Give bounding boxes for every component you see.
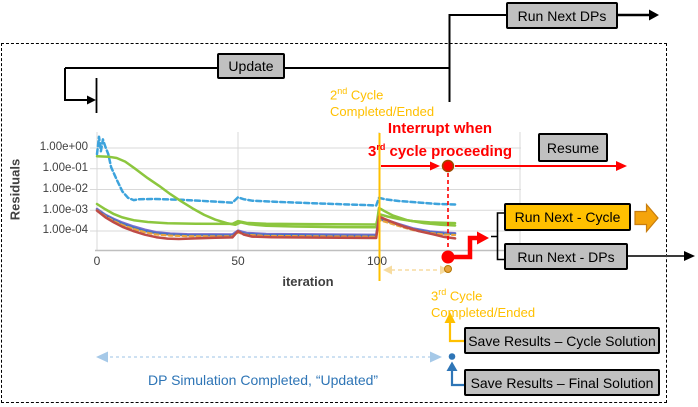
y-tick-label: 1.00e-02 bbox=[42, 182, 88, 195]
third-cycle-arrow bbox=[444, 312, 464, 343]
save-results-cycle-button[interactable]: Save Results – Cycle Solution bbox=[464, 327, 660, 354]
choice-bracket bbox=[491, 212, 504, 261]
save-point-marker bbox=[448, 353, 456, 360]
run-next-dps-button[interactable]: Run Next - DPs bbox=[504, 243, 628, 270]
arrowhead-icon bbox=[477, 231, 489, 245]
second-cycle-note: 2nd Cycle Completed/Ended bbox=[330, 86, 435, 120]
series-x-velocity bbox=[95, 155, 457, 229]
y-tick-label: 1.00e-04 bbox=[42, 224, 88, 236]
dp-completed-arrow bbox=[96, 351, 442, 363]
y-tick-label: 1.00e-01 bbox=[42, 162, 88, 174]
run-next-dps-arrow bbox=[628, 251, 695, 261]
x-tick-label: 0 bbox=[93, 254, 101, 268]
arrowhead-icon bbox=[444, 312, 456, 323]
dp-completed-note: DP Simulation Completed, “Updated” bbox=[148, 372, 379, 388]
run-next-cycle-button[interactable]: Run Next - Cycle bbox=[504, 203, 631, 231]
arrowhead-icon bbox=[430, 351, 442, 363]
orange-chevron-arrow-icon bbox=[634, 202, 659, 234]
final-save-connector bbox=[446, 353, 464, 387]
resume-button[interactable]: Resume bbox=[538, 133, 608, 162]
cycle-end-marker bbox=[444, 265, 452, 273]
y-axis-title: Residuals bbox=[7, 158, 23, 221]
arrowhead-icon bbox=[383, 265, 392, 275]
run-next-dps-top-button[interactable]: Run Next DPs bbox=[506, 2, 618, 29]
series-y-velocity bbox=[95, 202, 457, 226]
interrupt-note: Interrupt when 3rd cycle proceeding bbox=[367, 120, 513, 160]
update-button[interactable]: Update bbox=[217, 53, 285, 79]
arrowhead-icon bbox=[430, 161, 440, 171]
loop-arrowhead-icon bbox=[87, 95, 96, 105]
red-elbow-arrow bbox=[448, 231, 489, 260]
arrowhead-icon bbox=[446, 361, 458, 371]
y-tick-label: 1.00e-03 bbox=[42, 203, 88, 216]
save-results-final-button[interactable]: Save Results – Final Solution bbox=[464, 369, 660, 396]
third-cycle-note: 3rd Cycle Completed/Ended bbox=[431, 287, 536, 321]
arrowhead-icon bbox=[96, 351, 108, 363]
arrowhead-icon bbox=[684, 251, 695, 261]
y-tick-label: 1.00e+00 bbox=[39, 141, 88, 153]
x-tick-label: 50 bbox=[231, 254, 245, 268]
run-next-dps-top-arrow bbox=[449, 9, 659, 21]
cycle-duration-arrow bbox=[383, 265, 452, 275]
dashed-boundary-frame bbox=[1, 43, 667, 403]
series-omega bbox=[95, 209, 457, 241]
arrowhead-icon bbox=[649, 9, 659, 21]
interrupt-point-marker bbox=[441, 159, 455, 173]
arrowhead-icon bbox=[616, 161, 627, 171]
x-tick-label: 100 bbox=[366, 254, 388, 268]
x-axis-title: iteration bbox=[282, 274, 334, 289]
series-continuity bbox=[95, 135, 457, 207]
residual-curves bbox=[95, 135, 457, 241]
